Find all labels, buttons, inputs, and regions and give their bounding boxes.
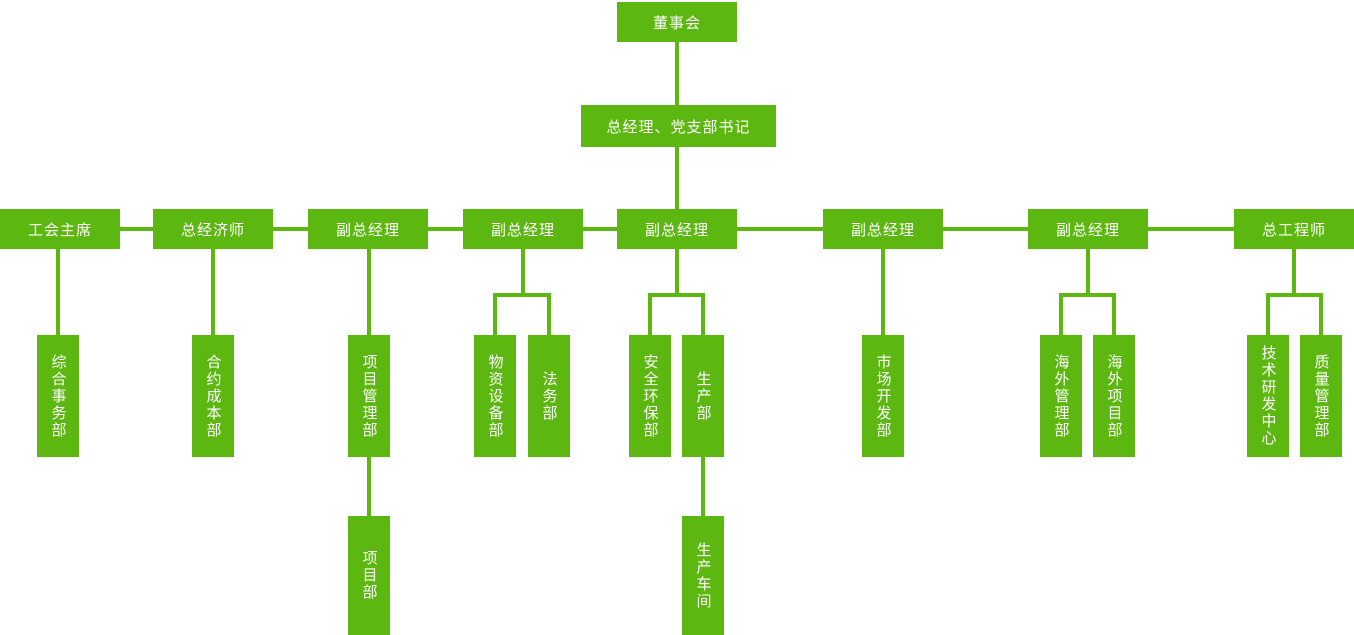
connector-union-chairman-drop <box>56 249 60 335</box>
connector-board-to-gm <box>675 42 679 105</box>
node-safety-env-dept: 安全环保部 <box>629 335 671 457</box>
connector-deputy3-stub <box>675 249 679 295</box>
connector-deputy2-stub <box>521 249 525 295</box>
connector-chief-economist-drop <box>211 249 215 335</box>
connector-chief-engineer-split-rail <box>1266 293 1323 297</box>
node-chief-economist: 总经济师 <box>153 209 273 249</box>
connector-deputy5-split-rail <box>1059 293 1116 297</box>
node-deputy-gm-5: 副总经理 <box>1028 209 1148 249</box>
node-project-mgmt-dept: 项目管理部 <box>348 335 390 457</box>
node-general-manager: 总经理、党支部书记 <box>581 105 776 147</box>
node-union-chairman: 工会主席 <box>0 209 120 249</box>
connector-chief-engineer-stub <box>1292 249 1296 295</box>
node-deputy-gm-3: 副总经理 <box>617 209 737 249</box>
node-board: 董事会 <box>617 2 737 42</box>
node-overseas-mgmt-dept: 海外管理部 <box>1040 335 1082 457</box>
node-general-affairs-dept: 综合事务部 <box>37 335 79 457</box>
node-chief-engineer: 总工程师 <box>1234 209 1354 249</box>
connector-deputy3-split-rail <box>648 293 705 297</box>
connector-legal-drop <box>547 293 551 335</box>
connector-gm-to-level3 <box>675 147 679 209</box>
node-production-dept: 生产部 <box>682 335 724 457</box>
connector-overseas-project-drop <box>1112 293 1116 335</box>
connector-project-dept-drop <box>367 457 371 516</box>
connector-deputy2-split-rail <box>493 293 551 297</box>
connector-deputy4-drop <box>881 249 885 335</box>
connector-production-drop <box>701 293 705 335</box>
node-deputy-gm-1: 副总经理 <box>308 209 428 249</box>
connector-safety-env-drop <box>648 293 652 335</box>
node-tech-rd-center: 技术研发中心 <box>1247 335 1289 457</box>
connector-production-workshop-drop <box>701 457 705 516</box>
node-deputy-gm-4: 副总经理 <box>823 209 943 249</box>
node-deputy-gm-2: 副总经理 <box>463 209 583 249</box>
node-overseas-project-dept: 海外项目部 <box>1093 335 1135 457</box>
connector-overseas-mgmt-drop <box>1059 293 1063 335</box>
connector-tech-rd-drop <box>1266 293 1270 335</box>
connector-materials-equipment-drop <box>493 293 497 335</box>
node-market-dev-dept: 市场开发部 <box>862 335 904 457</box>
node-quality-mgmt-dept: 质量管理部 <box>1300 335 1342 457</box>
node-contract-cost-dept: 合约成本部 <box>192 335 234 457</box>
node-materials-equipment-dept: 物资设备部 <box>474 335 516 457</box>
connector-deputy1-drop <box>367 249 371 335</box>
connector-deputy5-stub <box>1086 249 1090 295</box>
node-project-dept: 项目部 <box>348 516 390 635</box>
connector-quality-mgmt-drop <box>1319 293 1323 335</box>
node-production-workshop: 生产车间 <box>682 516 724 635</box>
node-legal-dept: 法务部 <box>528 335 570 457</box>
